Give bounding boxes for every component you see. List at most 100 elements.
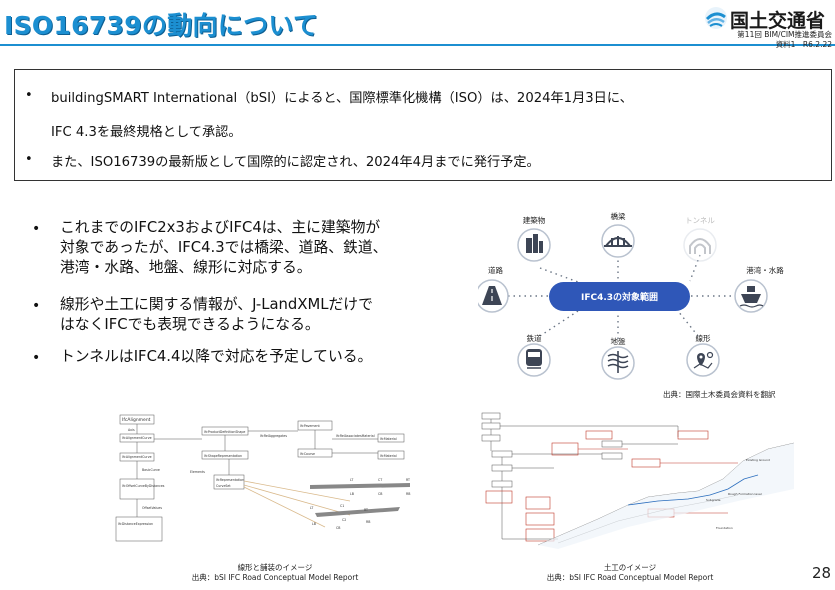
scope-center-label: IFC4.3の対象範囲 xyxy=(581,291,658,303)
meeting-name: 第11回 BIM/CIM推進委員会 xyxy=(737,30,832,39)
tunnel-node: トンネル xyxy=(683,216,717,262)
fig1-label-representation: IfcRepresentation xyxy=(216,478,244,482)
fig1-label-material-1: IfcMaterial xyxy=(380,437,397,441)
fig2-caption: 土工のイメージ 出典：bSI IFC Road Conceptual Model… xyxy=(530,563,730,583)
fig1-caption-title: 線形と舗装のイメージ xyxy=(237,563,313,572)
announcement-line-2: IFC 4.3を最終規格として承認。 xyxy=(51,125,242,140)
railway-label: 鉄道 xyxy=(527,333,542,343)
fig1-label-c2: C2 xyxy=(342,518,346,522)
fig1-label-rt-2: RT xyxy=(364,508,368,512)
page-title: ISO16739の動向について xyxy=(4,11,319,40)
ground-label: 地盤 xyxy=(611,336,626,346)
tunnel-icon xyxy=(689,238,711,254)
ifc-scope-diagram: IFC4.3の対象範囲 建築物 橋梁 トンネル 道路 港湾・水路 xyxy=(478,211,784,380)
point-1-line-2: 対象であったが、IFC4.3では橋梁、道路、鉄道、 xyxy=(60,239,388,256)
point-1: これまでのIFC2x3およびIFC4は、主に建築物が 対象であったが、IFC4.… xyxy=(60,218,480,278)
fig1-label-alignmentcurve-2: IfcAlignmentCurve xyxy=(122,455,152,459)
org-name: 国土交通省 xyxy=(730,10,826,32)
train-icon xyxy=(526,349,542,369)
alignment-node: 線形 xyxy=(686,333,720,377)
fig1-label-course: IfcCourse xyxy=(300,452,315,456)
bridge-node: 橋梁 xyxy=(601,211,635,258)
fig1-label-distanceexpression: IfcDistanceExpression xyxy=(118,522,153,526)
fig1-label-cb-2: CB xyxy=(336,526,340,530)
fig1-label-rb: RB xyxy=(406,492,410,496)
alignment-label: 線形 xyxy=(696,333,711,343)
ground-icon xyxy=(607,351,629,373)
announcement-box: • buildingSMART International（bSI）によると、国… xyxy=(14,69,832,181)
diagram-credit: 出典：国際土木委員会資料を翻訳 xyxy=(663,390,776,399)
fig1-label-shaperepresentation: IfcShapeRepresentation xyxy=(204,454,242,458)
announcement-line-3: また、ISO16739の最新版として国際的に認定され、2024年4月までに発行予… xyxy=(51,155,540,170)
fig1-label-productdefinitionshape: IfcProductDefinitionShape xyxy=(204,430,245,434)
fig1-label-basiccurve: BasicCurve xyxy=(142,468,160,472)
fig1-label-offsetcurve: IfcOffsetCurveByDistances xyxy=(122,484,165,488)
fig1-label-ct: CT xyxy=(378,478,382,482)
bullet: • xyxy=(32,298,41,314)
point-1-line-1: これまでのIFC2x3およびIFC4は、主に建築物が xyxy=(60,219,381,236)
mlit-emblem-icon xyxy=(705,7,727,29)
point-1-line-3: 港湾・水路、地盤、線形に対応する。 xyxy=(60,259,312,276)
fig1-caption-source: 出典：bSI IFC Road Conceptual Model Report xyxy=(191,573,359,582)
point-3-line-1: トンネルはIFC4.4以降で対応を予定している。 xyxy=(60,348,373,365)
point-3: トンネルはIFC4.4以降で対応を予定している。 xyxy=(60,347,480,367)
connectors xyxy=(508,254,736,339)
bullet: • xyxy=(25,88,33,103)
mlit-logo: 国土交通省 xyxy=(704,6,832,32)
bridge-label: 橋梁 xyxy=(611,211,626,221)
fig1-label-lb: LB xyxy=(350,492,354,496)
announcement-line-1: buildingSMART International（bSI）によると、国際標… xyxy=(51,91,633,106)
road-icon xyxy=(482,286,502,305)
ship-icon xyxy=(739,286,764,308)
fig1-label-pavement: IfcPavement xyxy=(300,424,320,428)
fig1-label-c1: C1 xyxy=(340,504,344,508)
fig2-caption-source: 出典：bSI IFC Road Conceptual Model Report xyxy=(546,573,714,582)
point-2: 線形や土工に関する情報が、J-LandXMLだけで はなくIFCでも表現できるよ… xyxy=(60,295,480,335)
port-node: 港湾・水路 xyxy=(734,265,784,313)
fig1-label-ifcalignment: IfcAlignment xyxy=(122,417,151,423)
fig1-label-relassociatesmaterial: IfcRelAssociatesMaterial xyxy=(336,434,375,438)
ground-node: 地盤 xyxy=(601,336,635,380)
fig1-label-elements: Elements xyxy=(190,470,205,474)
document-ref: 資料1 R6.2.22 xyxy=(775,39,832,49)
bridge-icon xyxy=(604,236,632,247)
point-2-line-2: はなくIFCでも表現できるようになる。 xyxy=(60,316,320,333)
fig2-caption-title: 土工のイメージ xyxy=(603,563,657,572)
fig2-label-foundation: Foundation xyxy=(716,526,733,530)
bullet: • xyxy=(32,221,41,237)
bullet: • xyxy=(25,152,33,167)
alignment-icon xyxy=(693,351,714,369)
railway-node: 鉄道 xyxy=(517,333,551,377)
fig1-label-material-2: IfcMaterial xyxy=(380,454,397,458)
fig1-label-alignmentcurve: IfcAlignmentCurve xyxy=(122,436,152,440)
page-number: 28 xyxy=(812,564,832,582)
fig2-label-existing-ground: Existing Ground xyxy=(746,458,770,462)
fig2-label-rough-formation: Rough Formation level xyxy=(728,492,762,496)
fig1-label-curveset: CurveSet xyxy=(216,484,231,488)
fig1-label-rb-2: RB xyxy=(366,520,370,524)
road-node: 道路 xyxy=(478,265,509,313)
fig1-caption: 線形と舗装のイメージ 出典：bSI IFC Road Conceptual Mo… xyxy=(175,563,375,583)
fig1-label-cb: CB xyxy=(378,492,382,496)
title-underline xyxy=(0,44,835,46)
port-label: 港湾・水路 xyxy=(746,265,784,275)
building-label: 建築物 xyxy=(523,215,546,225)
scope-center-pill xyxy=(549,282,690,311)
point-2-line-1: 線形や土工に関する情報が、J-LandXMLだけで xyxy=(60,296,373,313)
fig1-label-relaggregates: IfcRelAggregates xyxy=(260,434,287,438)
tunnel-label: トンネル xyxy=(685,216,715,225)
road-label: 道路 xyxy=(488,265,503,275)
fig1-label-lb-2: LB xyxy=(312,522,316,526)
fig1-label-lt-2: LT xyxy=(310,506,313,510)
meeting-meta: 第11回 BIM/CIM推進委員会 資料1 R6.2.22 xyxy=(737,30,832,49)
fig1-label-lt: LT xyxy=(350,478,353,482)
fig1-label-offsetvalues: OffsetValues xyxy=(142,506,162,510)
building-icon xyxy=(526,234,543,253)
fig2-label-subgrade: Subgrade xyxy=(706,498,721,502)
alignment-pavement-figure: IfcAlignment Axis IfcAlignmentCurve IfcA… xyxy=(115,414,410,542)
fig1-label-axis: Axis xyxy=(128,428,135,432)
fig1-label-rt: RT xyxy=(406,478,410,482)
earthwork-figure: Existing Ground Rough Formation level Su… xyxy=(481,412,795,549)
building-node: 建築物 xyxy=(517,215,551,262)
bullet: • xyxy=(32,350,41,366)
